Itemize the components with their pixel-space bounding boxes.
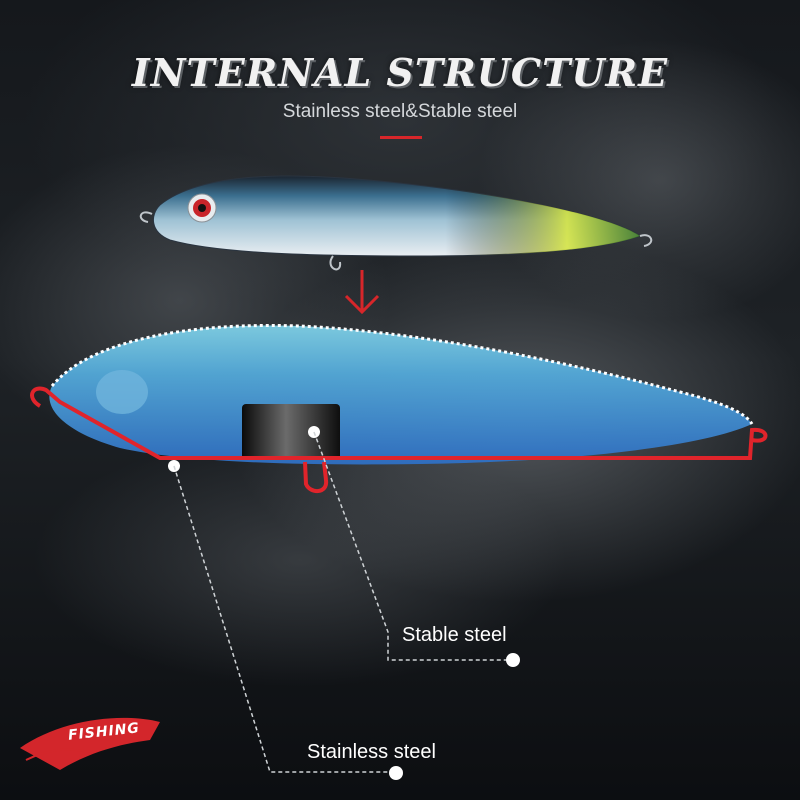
belly-eyelet [329,255,342,271]
lure-outline [50,324,754,425]
brand-logo-splash [20,717,160,770]
tail-eyelet [639,234,653,247]
stable-steel-weight [242,404,340,460]
nose-eyelet [139,211,153,223]
lure-eye-ghost [96,370,148,414]
large-lure-cutaway [30,324,768,493]
stable-steel-label: Stable steel [402,624,507,646]
stainless-steel-label: Stainless steel [307,741,436,763]
stable-steel-dot [506,653,520,667]
arrow-down-icon [344,270,380,315]
stainless-steel-dot [389,766,403,780]
title-underline [380,136,422,139]
wire-belly-loop [303,461,329,493]
small-lure [139,175,653,271]
callout-lines [168,426,520,780]
page-subtitle: Stainless steel&Stable steel [282,101,518,122]
page-title: INTERNAL STRUCTURE [131,50,669,95]
stainless-steel-wire [30,386,768,460]
